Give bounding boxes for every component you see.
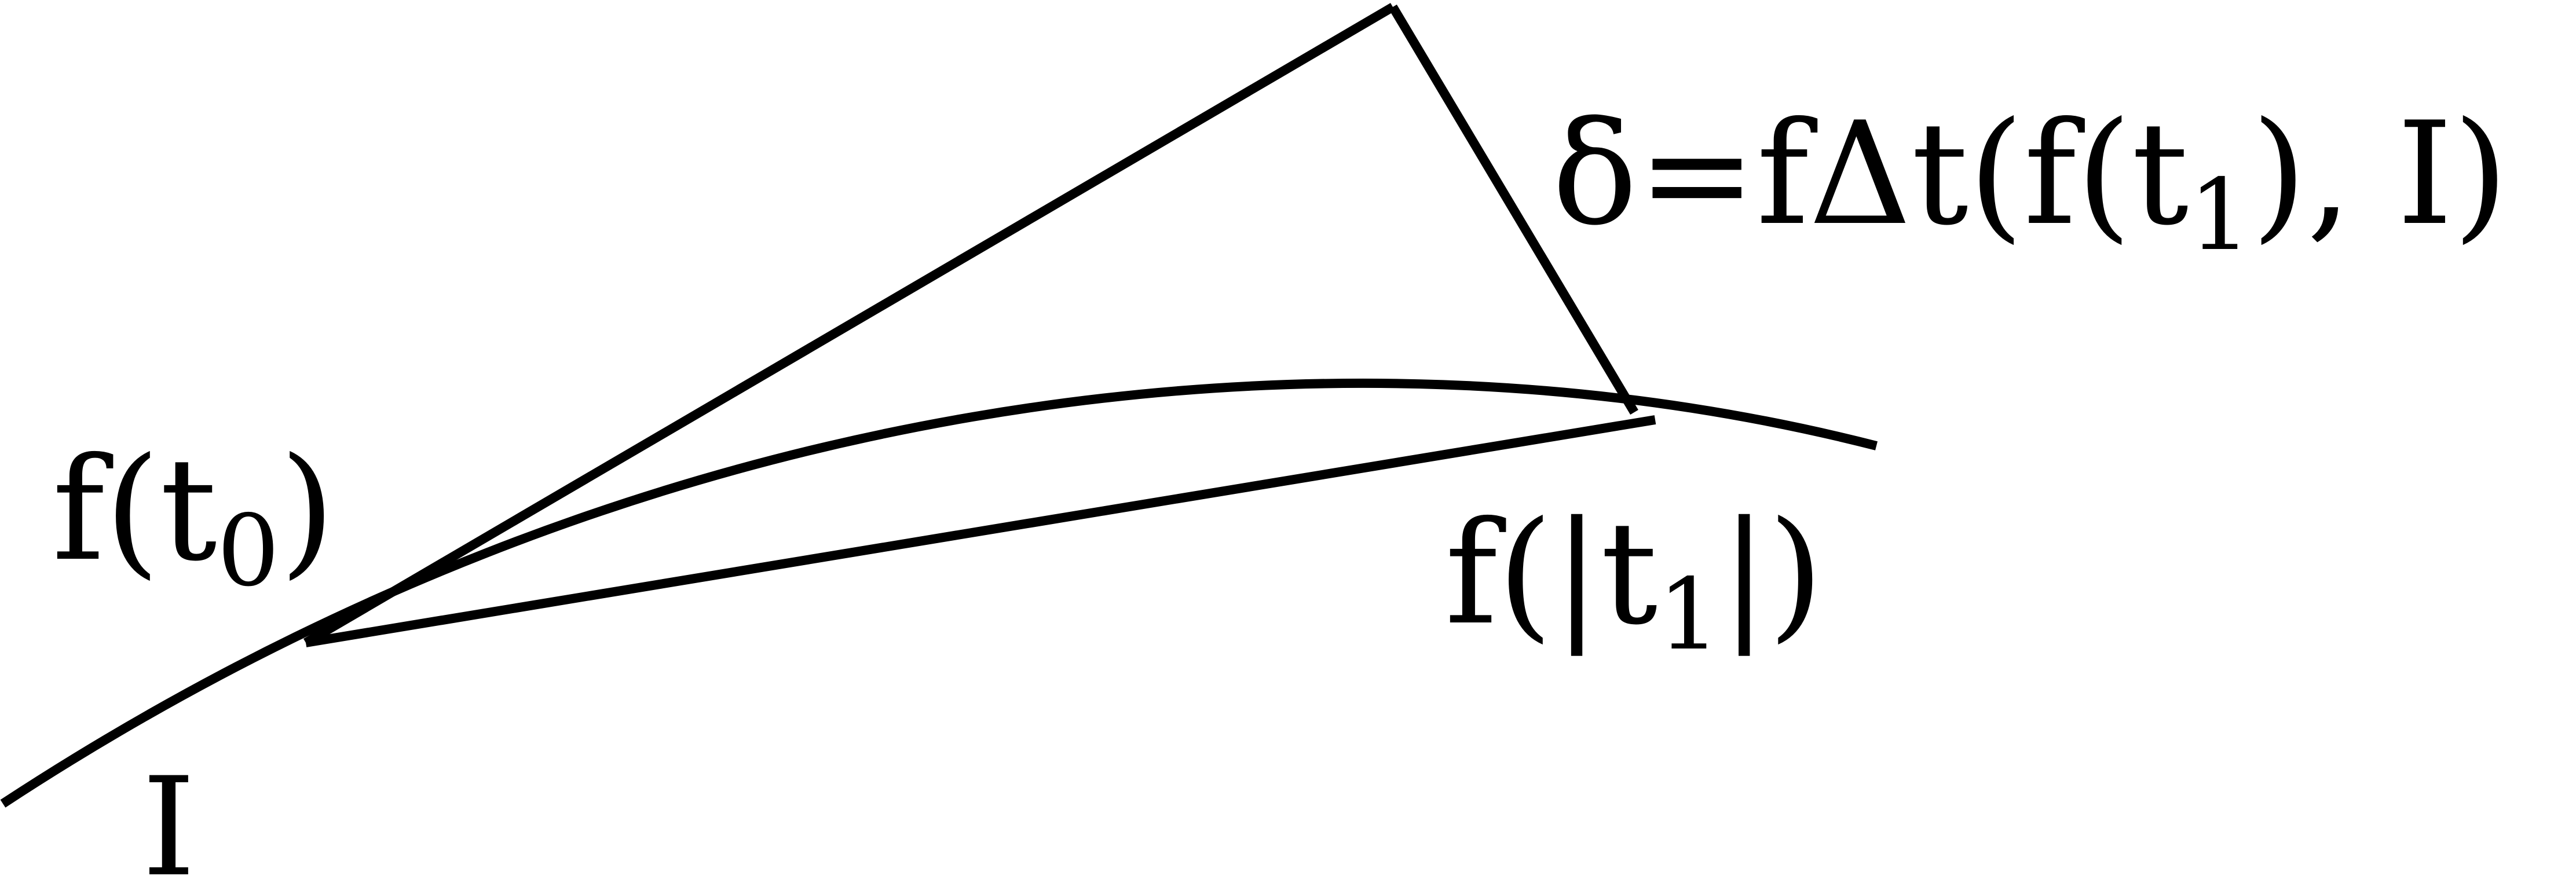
- end-point-label: f(|t1|): [1445, 491, 1824, 672]
- tangent-line: [303, 3, 1396, 647]
- start-point-label: f(t0): [52, 427, 335, 609]
- curve-label: I: [142, 749, 196, 894]
- return-segment: [1389, 4, 1638, 415]
- curve-i: [0, 378, 1878, 808]
- chord-segment: [305, 415, 1656, 647]
- delta-formula-label: δ=fΔt(f(t1), I): [1552, 91, 2508, 273]
